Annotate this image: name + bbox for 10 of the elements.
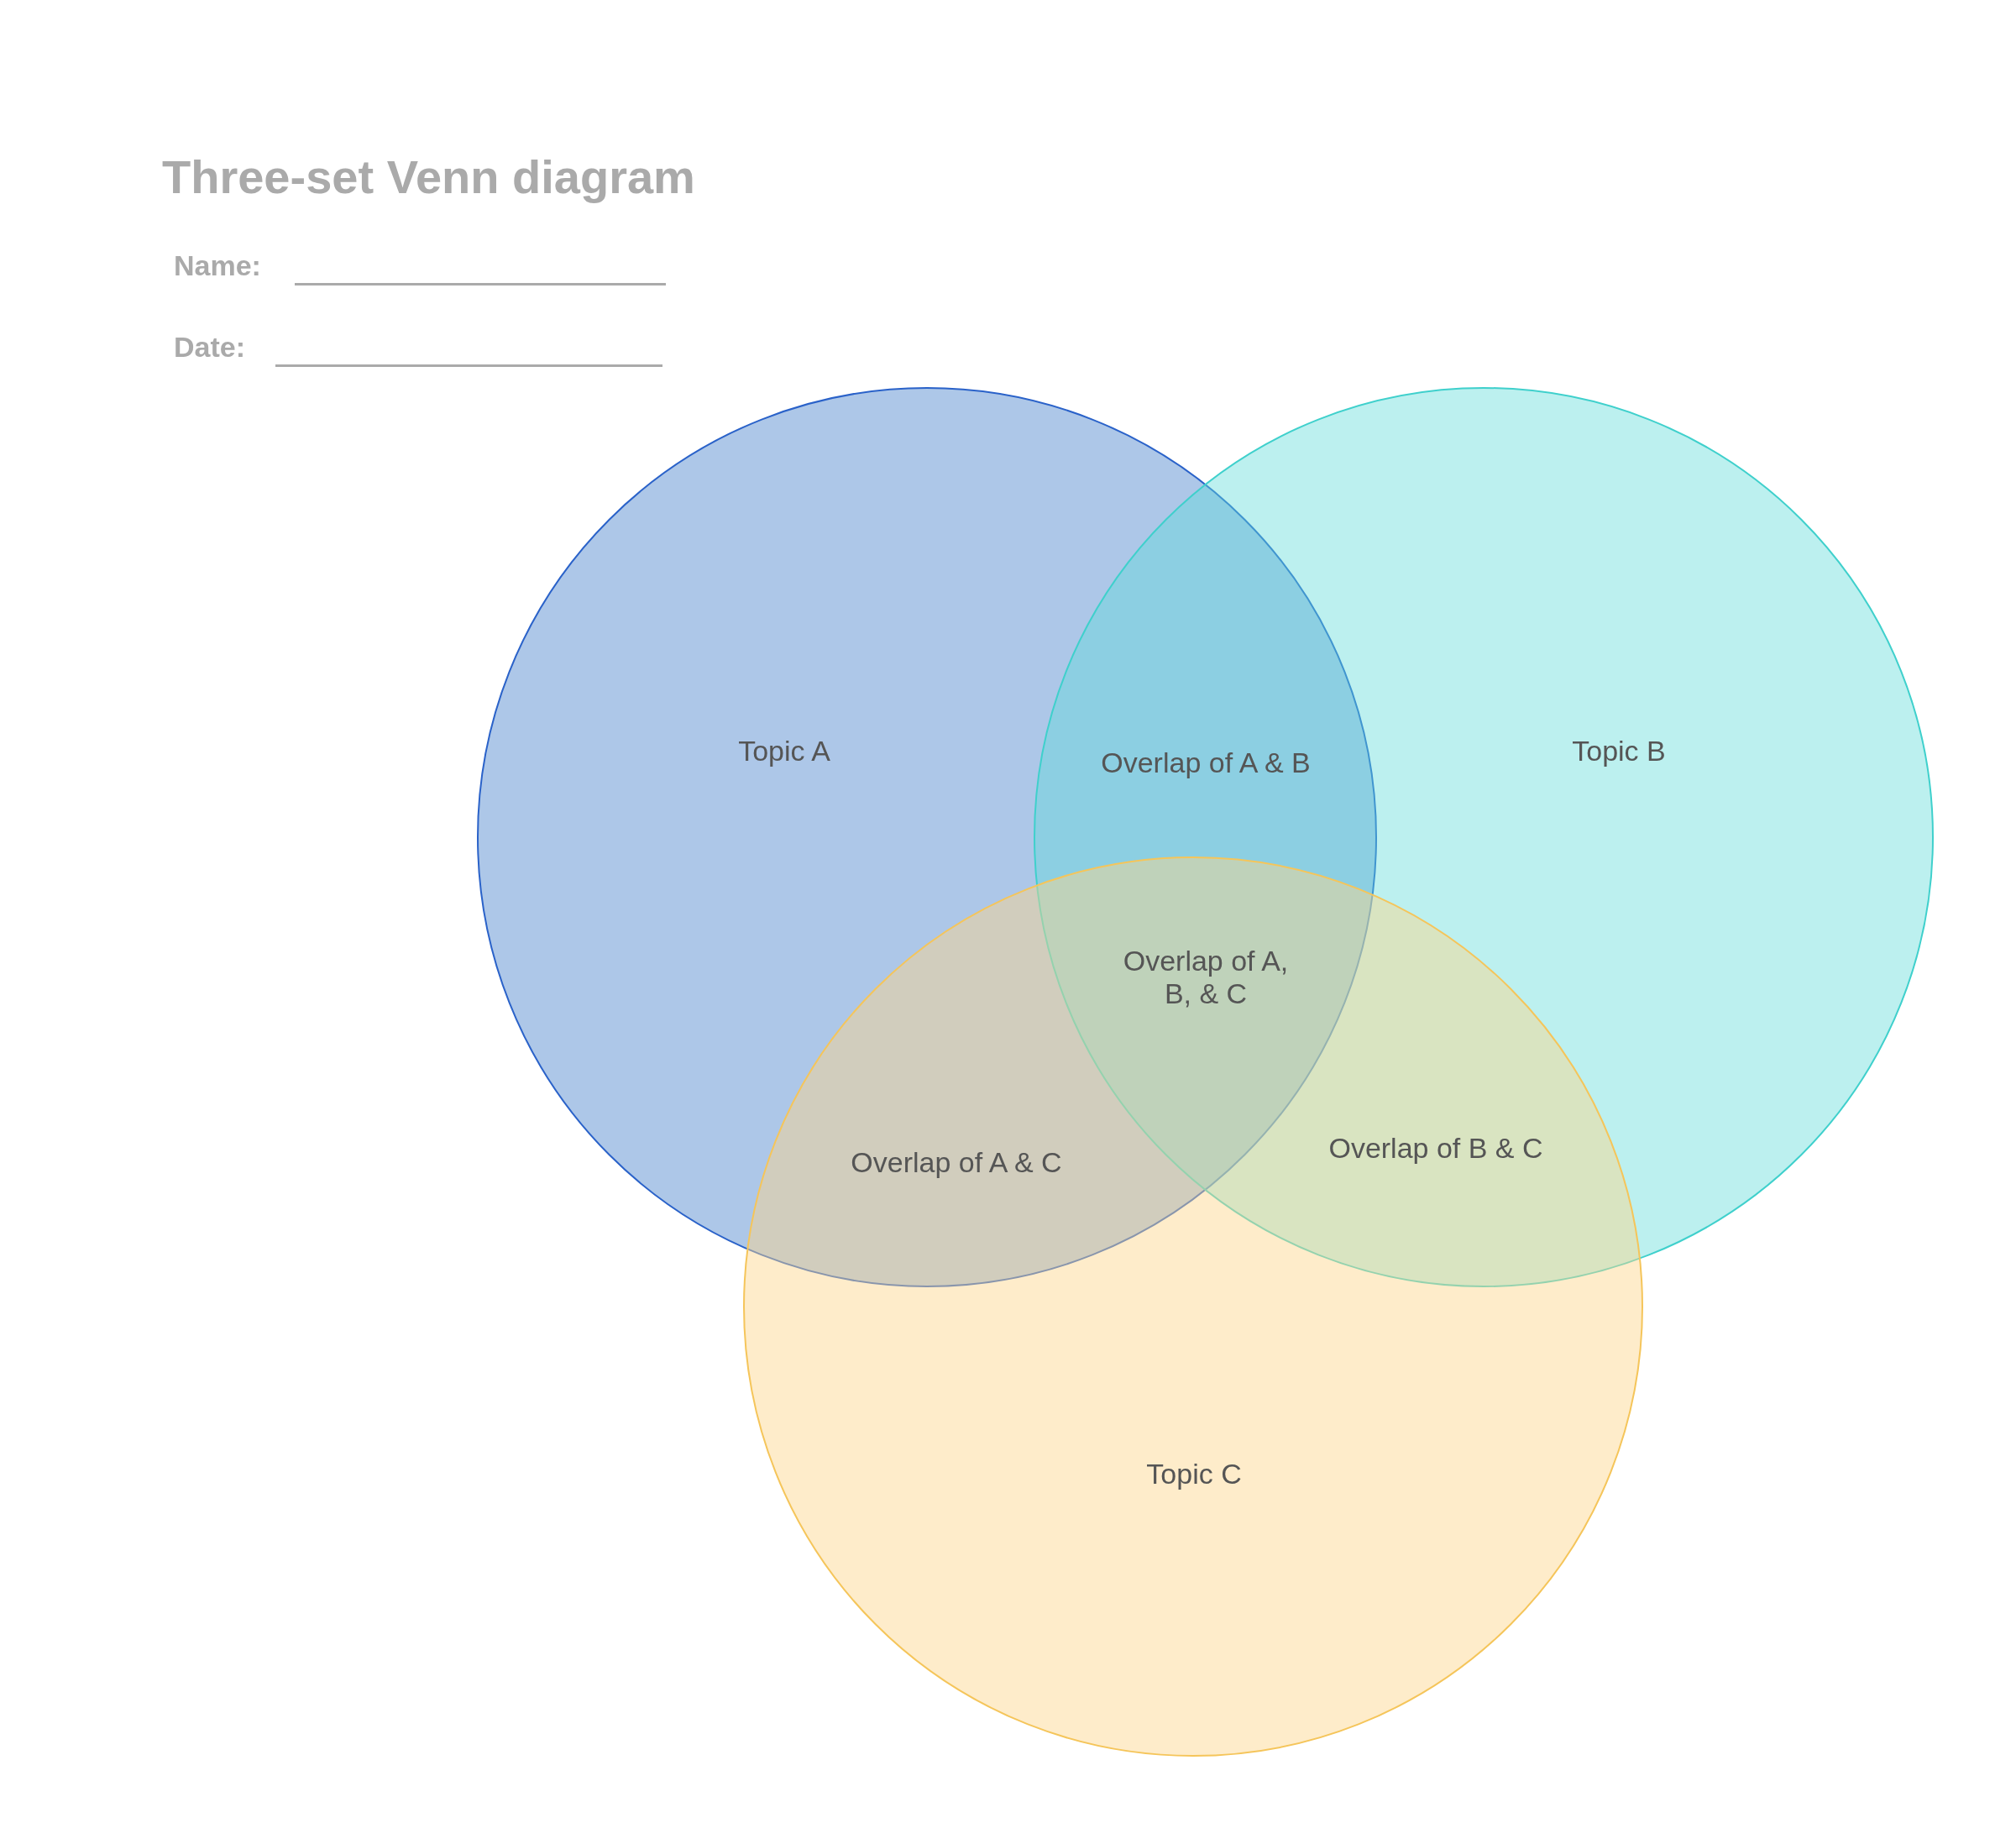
overlap-label: Overlap of B & C: [1327, 1131, 1544, 1165]
overlap-label: Overlap of A & B: [1100, 746, 1312, 779]
overlap-label: Overlap of A & C: [850, 1145, 1063, 1179]
overlap-label: Overlap of A, B, & C: [1122, 945, 1290, 1010]
set-label: Topic B: [1572, 734, 1666, 767]
set-label: Topic C: [1146, 1457, 1242, 1490]
field-label: Name:: [174, 249, 261, 282]
field-label: Date:: [174, 331, 246, 364]
title: Three-set Venn diagram: [162, 149, 695, 204]
set-label: Topic A: [738, 734, 830, 767]
